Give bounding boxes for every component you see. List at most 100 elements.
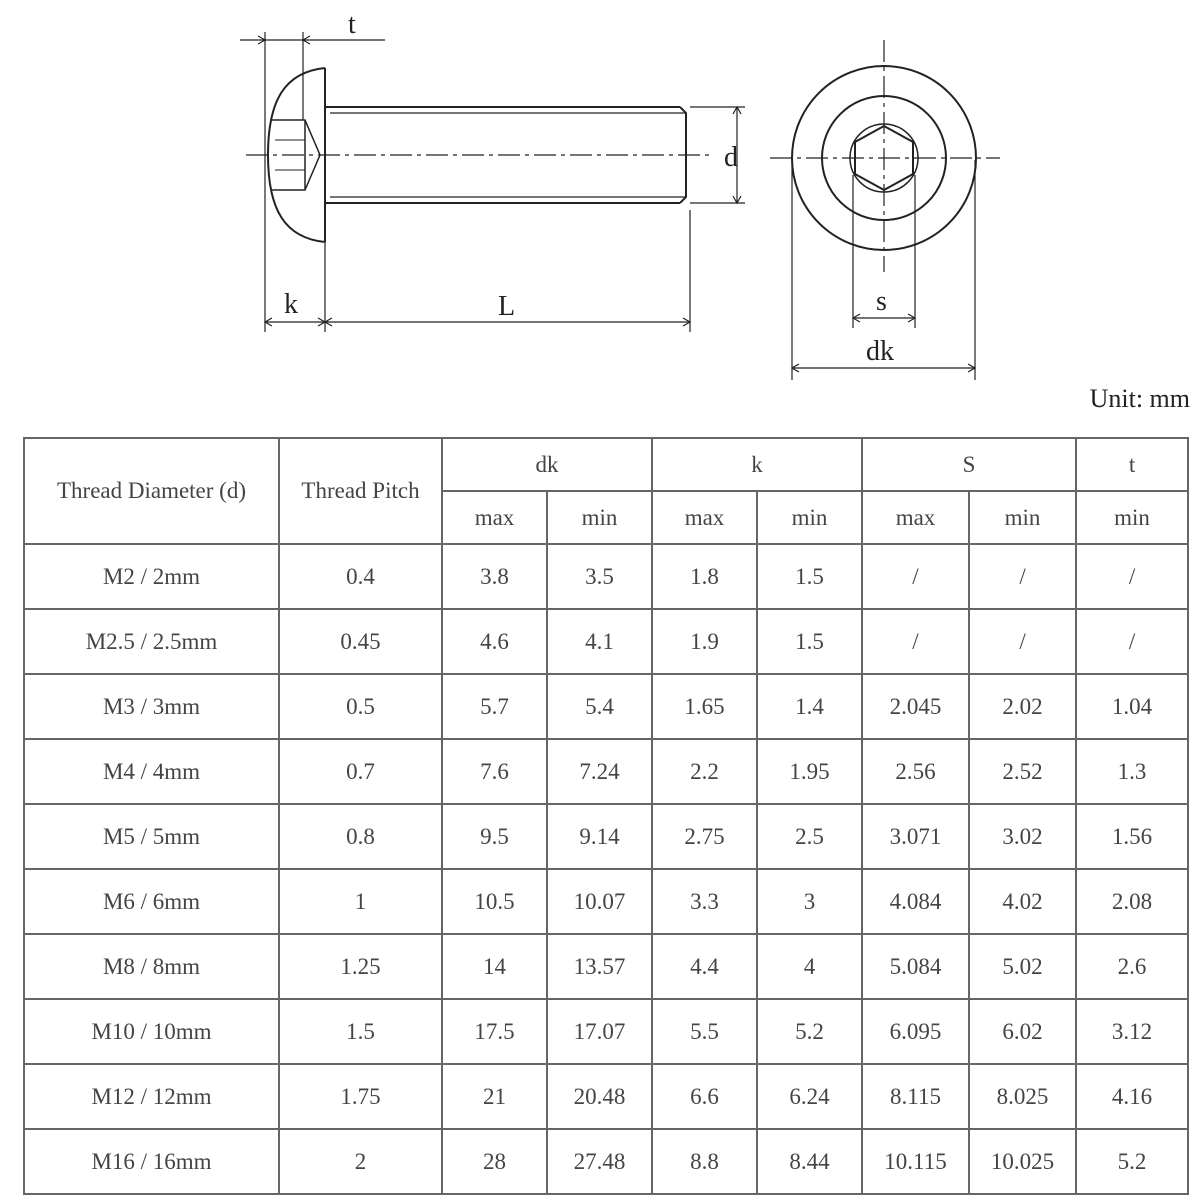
screw-side-view: [240, 32, 745, 332]
cell-dk-min: 10.07: [546, 868, 653, 935]
cell-thread-diameter: M3 / 3mm: [23, 673, 280, 740]
subheader-dk-min: min: [546, 490, 653, 545]
cell-t-min: 3.12: [1075, 998, 1190, 1065]
cell-s-max: /: [861, 608, 970, 675]
cell-s-max: 2.045: [861, 673, 970, 740]
cell-thread-pitch: 2: [278, 1128, 443, 1195]
cell-k-max: 2.75: [651, 803, 758, 870]
cell-t-min: 2.6: [1075, 933, 1190, 1000]
cell-thread-pitch: 0.5: [278, 673, 443, 740]
cell-thread-pitch: 0.7: [278, 738, 443, 805]
cell-thread-diameter: M5 / 5mm: [23, 803, 280, 870]
header-dk: dk: [441, 437, 653, 492]
cell-dk-min: 20.48: [546, 1063, 653, 1130]
cell-dk-min: 3.5: [546, 543, 653, 610]
cell-thread-diameter: M12 / 12mm: [23, 1063, 280, 1130]
cell-k-max: 3.3: [651, 868, 758, 935]
cell-s-max: 2.56: [861, 738, 970, 805]
cell-k-min: 1.5: [756, 543, 863, 610]
cell-s-min: 2.52: [967, 738, 1078, 805]
cell-dk-max: 10.5: [441, 868, 548, 935]
header-thread-pitch: Thread Pitch: [278, 437, 443, 545]
label-k: k: [284, 289, 298, 320]
cell-thread-diameter: M4 / 4mm: [23, 738, 280, 805]
cell-dk-max: 21: [441, 1063, 548, 1130]
cell-dk-min: 17.07: [546, 998, 653, 1065]
cell-s-max: 6.095: [861, 998, 970, 1065]
cell-k-min: 1.95: [756, 738, 863, 805]
label-t: t: [348, 9, 356, 40]
cell-s-min: /: [967, 543, 1078, 610]
cell-k-min: 2.5: [756, 803, 863, 870]
cell-dk-max: 14: [441, 933, 548, 1000]
cell-thread-pitch: 1: [278, 868, 443, 935]
cell-k-max: 1.65: [651, 673, 758, 740]
cell-dk-min: 9.14: [546, 803, 653, 870]
header-thread-diameter: Thread Diameter (d): [23, 437, 280, 545]
label-dk: dk: [866, 336, 894, 367]
label-d: d: [724, 142, 738, 173]
cell-k-max: 1.9: [651, 608, 758, 675]
cell-thread-diameter: M2 / 2mm: [23, 543, 280, 610]
cell-dk-min: 13.57: [546, 933, 653, 1000]
cell-thread-pitch: 0.4: [278, 543, 443, 610]
cell-k-min: 1.5: [756, 608, 863, 675]
cell-dk-max: 4.6: [441, 608, 548, 675]
subheader-s-max: max: [861, 490, 970, 545]
cell-dk-max: 9.5: [441, 803, 548, 870]
cell-t-min: 1.3: [1075, 738, 1190, 805]
cell-s-min: 6.02: [967, 998, 1078, 1065]
cell-k-min: 6.24: [756, 1063, 863, 1130]
cell-s-max: 8.115: [861, 1063, 970, 1130]
cell-t-min: 4.16: [1075, 1063, 1190, 1130]
cell-s-max: /: [861, 543, 970, 610]
cell-dk-min: 5.4: [546, 673, 653, 740]
cell-thread-pitch: 0.8: [278, 803, 443, 870]
cell-s-min: 2.02: [967, 673, 1078, 740]
cell-thread-diameter: M8 / 8mm: [23, 933, 280, 1000]
cell-k-min: 4: [756, 933, 863, 1000]
cell-thread-pitch: 1.75: [278, 1063, 443, 1130]
cell-k-max: 6.6: [651, 1063, 758, 1130]
cell-thread-diameter: M16 / 16mm: [23, 1128, 280, 1195]
cell-thread-pitch: 0.45: [278, 608, 443, 675]
cell-k-max: 2.2: [651, 738, 758, 805]
cell-s-min: 3.02: [967, 803, 1078, 870]
cell-thread-diameter: M10 / 10mm: [23, 998, 280, 1065]
screw-spec-table: Thread Diameter (d) Thread Pitch dk k S …: [23, 437, 1190, 1195]
cell-dk-min: 4.1: [546, 608, 653, 675]
cell-thread-pitch: 1.5: [278, 998, 443, 1065]
screw-technical-drawing: t k L d s dk: [240, 9, 1000, 380]
cell-k-max: 1.8: [651, 543, 758, 610]
cell-k-min: 8.44: [756, 1128, 863, 1195]
cell-dk-max: 5.7: [441, 673, 548, 740]
cell-t-min: /: [1075, 608, 1190, 675]
cell-dk-max: 3.8: [441, 543, 548, 610]
unit-label: Unit: mm: [1089, 384, 1190, 413]
cell-dk-min: 27.48: [546, 1128, 653, 1195]
subheader-t-min: min: [1075, 490, 1190, 545]
cell-s-max: 5.084: [861, 933, 970, 1000]
subheader-s-min: min: [967, 490, 1078, 545]
cell-dk-min: 7.24: [546, 738, 653, 805]
cell-thread-diameter: M2.5 / 2.5mm: [23, 608, 280, 675]
screw-end-view: [770, 40, 1000, 380]
cell-dk-max: 17.5: [441, 998, 548, 1065]
cell-thread-pitch: 1.25: [278, 933, 443, 1000]
cell-s-min: /: [967, 608, 1078, 675]
label-s: s: [876, 286, 887, 317]
cell-k-min: 1.4: [756, 673, 863, 740]
cell-t-min: 1.04: [1075, 673, 1190, 740]
cell-k-min: 5.2: [756, 998, 863, 1065]
cell-k-max: 5.5: [651, 998, 758, 1065]
label-L: L: [498, 291, 515, 322]
cell-thread-diameter: M6 / 6mm: [23, 868, 280, 935]
